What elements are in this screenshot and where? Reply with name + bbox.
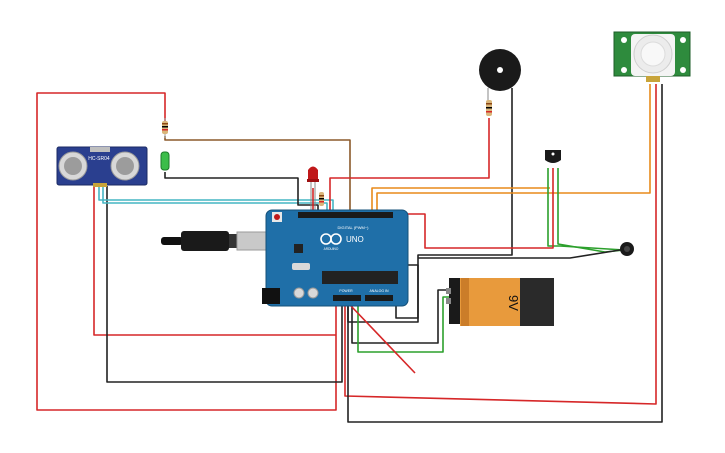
transistor[interactable] [545,150,561,163]
usb-cable[interactable] [161,231,274,251]
green-led-indicator[interactable] [160,151,170,171]
arduino-brand: UNO [346,235,364,244]
ultrasonic-sensor[interactable]: HC-SR04 [56,146,148,187]
wire-black-mic[interactable] [418,249,621,259]
analog-header-label: ANALOG IN [369,289,389,293]
wire-red-buzzer[interactable] [329,118,490,214]
wire-red-loop[interactable] [36,92,337,411]
microphone[interactable] [620,242,634,256]
arduino-logo-text: ARDUINO [324,247,339,251]
power-jack[interactable] [262,288,280,304]
arduino-uno-board[interactable]: DIGITAL (PWM~) UNO ARDUINO POWER ANALOG … [262,209,409,307]
digital-header-label: DIGITAL (PWM~) [338,225,370,230]
wire-red-battery-diag[interactable] [350,305,416,374]
resistor-buzzer[interactable] [486,100,492,116]
microcontroller-chip [322,271,398,284]
power-header-label: POWER [339,289,353,293]
wire-black-pir[interactable] [347,84,663,423]
pir-sensor[interactable] [613,31,691,82]
wire-black-led[interactable] [164,172,319,214]
resistor-arduino[interactable] [319,192,324,206]
wire-red-ultrasonic-vcc[interactable] [93,186,336,336]
wire-black-ultrasonic-gnd[interactable] [106,186,343,383]
wire-green-transistor-2[interactable] [557,168,625,253]
wire-red-transistor[interactable] [383,168,554,249]
battery-label: 9V [506,295,521,311]
ultrasonic-label: HC-SR04 [88,156,110,162]
wire-black-right[interactable] [395,264,419,319]
wire-cyan-echo[interactable] [102,186,328,214]
buzzer[interactable] [479,49,521,100]
wire-orange-pir[interactable] [376,84,651,214]
wire-black-battery[interactable] [351,289,449,344]
arduino-logo: UNO ARDUINO [320,233,364,251]
wire-cyan-trig[interactable] [98,186,334,214]
wire-green-battery[interactable] [357,296,449,353]
red-led[interactable] [307,166,319,211]
wire-orange-pir-2[interactable] [371,187,550,214]
battery-9v[interactable]: 9V [446,278,554,326]
wire-green-transistor[interactable] [547,168,625,251]
wire-red-pir[interactable] [344,84,657,405]
digital-header [298,212,393,218]
resistor-left[interactable] [162,118,168,138]
